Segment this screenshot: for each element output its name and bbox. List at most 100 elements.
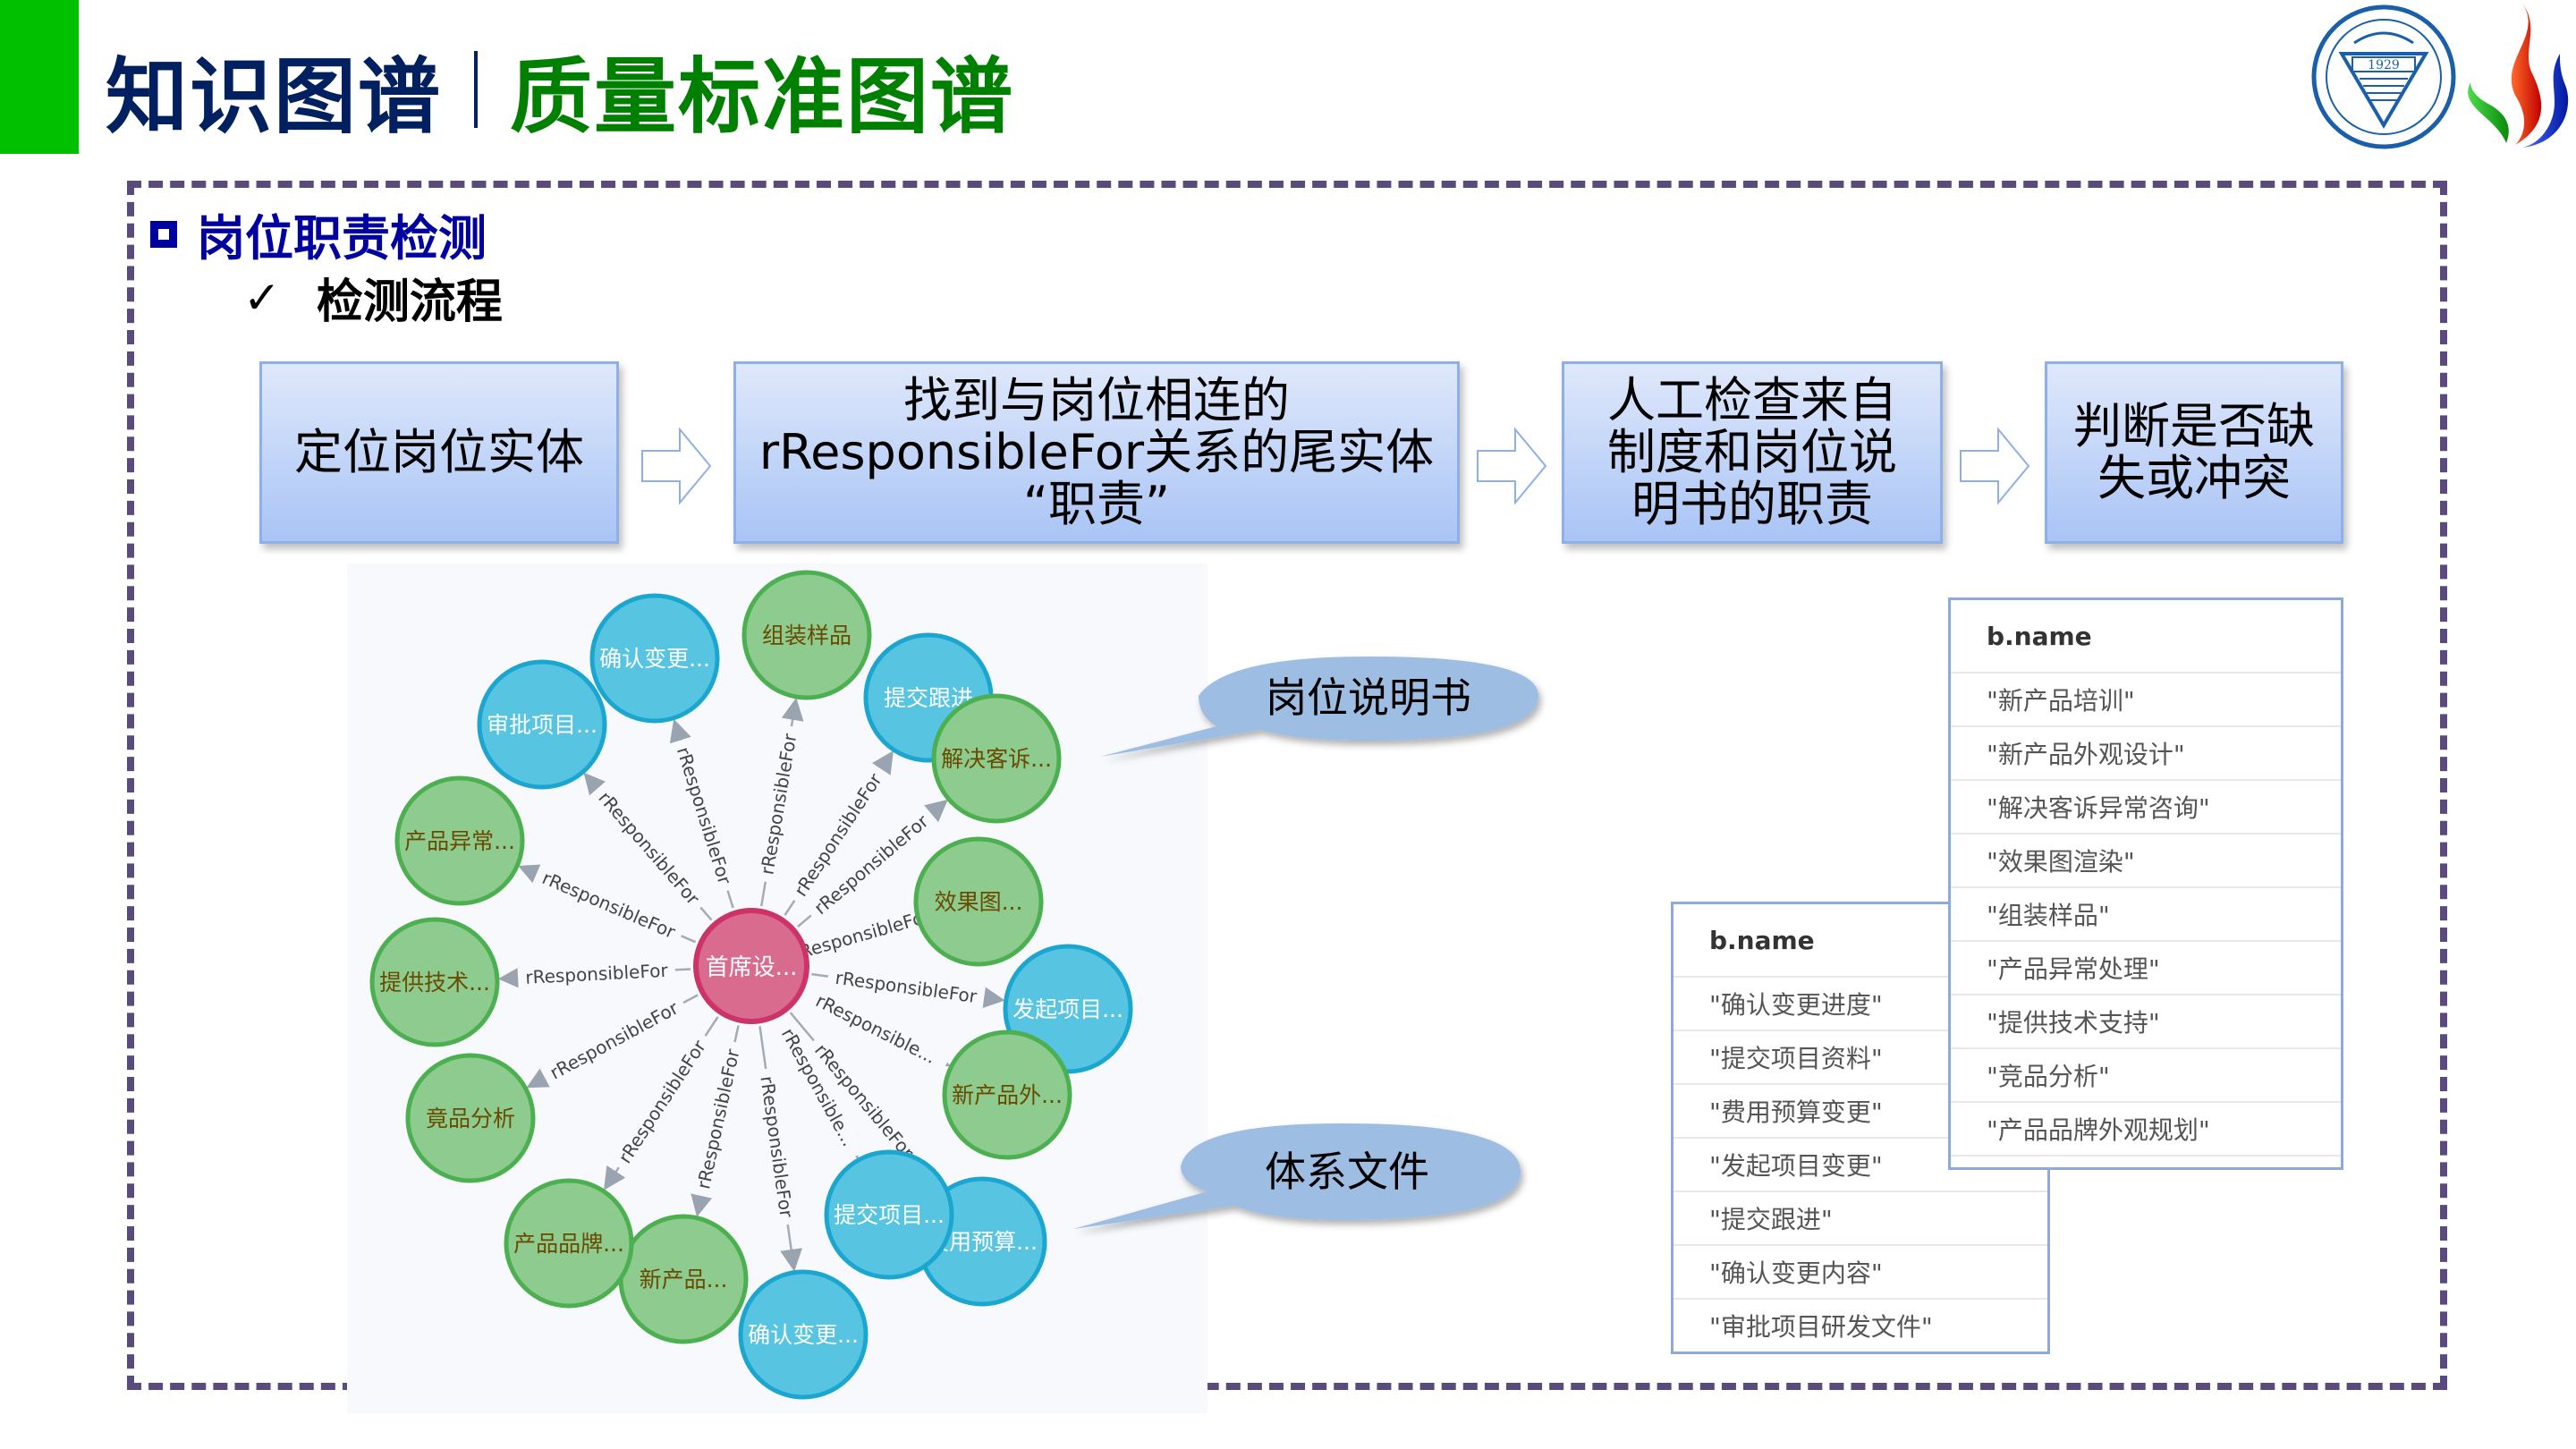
graph-node[interactable] [394, 775, 525, 906]
chongqing-university-seal-icon: 1929 [2311, 4, 2456, 149]
graph-node[interactable] [738, 1269, 869, 1400]
edge-label: rResponsibleFor [692, 1046, 743, 1191]
flow-step-line: 人工检查来自 [1607, 372, 1897, 428]
table-row: "费用预算变更" [1674, 1085, 2047, 1139]
flow-step-line: 明书的职责 [1631, 476, 1873, 532]
graph-node[interactable] [405, 1053, 536, 1183]
edge-label-background [517, 959, 676, 989]
graph-node-label: 确认变更... [599, 646, 710, 672]
graph-node-label: 组装样品 [762, 623, 852, 648]
result-table-job-description: b.name "新产品培训" "新产品外观设计" "解决客诉异常咨询" "效果图… [1948, 597, 2343, 1170]
edge-label: rResponsibleFor [614, 1036, 710, 1167]
flow-step-line: “职责” [1023, 476, 1170, 532]
graph-node-label: 新产品... [640, 1267, 728, 1292]
table-row: "产品品牌外观规划" [1951, 1103, 2341, 1157]
edge-label-background [589, 781, 709, 915]
table-row: "效果图渲染" [1951, 835, 2341, 888]
flow-step-line: rResponsibleFor关系的尾实体 [758, 424, 1435, 480]
callout-job-description: 岗位说明书 [1100, 657, 1538, 757]
edge-label-background [691, 1039, 746, 1199]
table-row: "确认变更内容" [1674, 1246, 2047, 1300]
edge-label-background [801, 983, 952, 1074]
graph-node-label: 提供技术... [379, 970, 490, 996]
content-frame [127, 181, 2447, 1390]
graph-node-label: 解决客诉... [941, 746, 1052, 772]
edge-label-background [783, 902, 941, 967]
seal-year: 1929 [2368, 58, 2400, 72]
table-row: "组装样品" [1951, 888, 2341, 942]
graph-node[interactable] [504, 1178, 634, 1309]
table-row: "产品异常处理" [1951, 942, 2341, 996]
edge-label: rResponsibleFor [673, 744, 736, 887]
graph-node[interactable] [369, 917, 500, 1047]
graph-node[interactable] [931, 693, 1062, 824]
graph-node-label: 产品异常... [404, 828, 515, 854]
graph-node-label: 提交项目... [834, 1202, 945, 1228]
edge-label: rResponsibleFor [539, 867, 680, 943]
table-row: "新产品外观设计" [1951, 727, 2341, 781]
checkmark-icon: ✓ [243, 271, 281, 324]
graph-node-label: 新产品外... [952, 1082, 1063, 1108]
graph-node[interactable] [824, 1149, 954, 1280]
graph-node-label: 产品品牌... [513, 1231, 624, 1257]
graph-node[interactable] [741, 570, 872, 700]
graph-node[interactable] [913, 836, 1044, 967]
graph-node-label: 审批项目... [487, 712, 597, 738]
table-row: "竞品分析" [1951, 1049, 2341, 1103]
table-header: b.name [1674, 904, 2047, 978]
right-arrow-icon [1477, 428, 1547, 504]
graph-node[interactable] [589, 593, 720, 724]
graph-node[interactable] [477, 659, 607, 790]
flow-step-2: 找到与岗位相连的 rResponsibleFor关系的尾实体 “职责” [733, 361, 1460, 544]
right-arrow-icon [641, 428, 712, 504]
edge-label: rResponsibleFor [756, 732, 801, 877]
edge-label-background [826, 965, 986, 1009]
callout-label: 岗位说明书 [1266, 674, 1471, 722]
flow-step-line: 制度和岗位说 [1607, 424, 1897, 480]
edge-label: rResponsibleFor [547, 996, 682, 1083]
edge-label-background [770, 1013, 867, 1162]
table-row: "审批项目研发文件" [1709, 1312, 1933, 1342]
graph-node-label: 发起项目... [1013, 996, 1123, 1022]
edge-label: rResponsibleFor [834, 967, 979, 1007]
title-separator [474, 51, 479, 128]
square-bullet-icon [150, 220, 177, 248]
graph-center-node[interactable] [693, 908, 809, 1024]
section-heading: 岗位职责检测 [150, 199, 487, 269]
table-row: "解决客诉异常咨询" [1951, 781, 2341, 835]
edge-label-background [755, 1067, 799, 1226]
edge-label-background [609, 1030, 715, 1174]
edge-label-background [670, 737, 739, 894]
flow-step-3: 人工检查来自 制度和岗位说 明书的职责 [1562, 361, 1943, 544]
title-sub: 质量标准图谱 [510, 48, 1015, 145]
page-title: 知识图谱 质量标准图谱 [106, 36, 1014, 145]
table-row: "发起项目变更" [1674, 1139, 2047, 1192]
flow-step-1: 定位岗位实体 [259, 361, 619, 544]
subsection-heading: ✓ 检测流程 [243, 264, 503, 331]
callout-label: 体系文件 [1265, 1148, 1429, 1196]
edge-label: rResponsibleFor [756, 1074, 797, 1219]
section-heading-text: 岗位职责检测 [197, 210, 487, 267]
flow-step-line: 失或冲突 [2097, 450, 2291, 506]
accent-bar [0, 0, 79, 154]
flow-step-line: 找到与岗位相连的 [903, 372, 1290, 428]
edge-label-background [805, 1033, 924, 1169]
table-row: "提供技术支持" [1951, 996, 2341, 1049]
flame-logo-icon [2468, 4, 2569, 148]
table-row: "确认变更进度" [1674, 978, 2047, 1031]
graph-node-label: 效果图... [935, 889, 1023, 915]
table-row: "新产品培训" [1951, 674, 2341, 727]
graph-node-label: 竟品分析 [426, 1106, 515, 1131]
graph-node-label: 确认变更... [748, 1322, 859, 1348]
edge-label-background [804, 805, 938, 924]
flow-step-line: 定位岗位实体 [294, 424, 584, 480]
edge-label-background [754, 724, 802, 884]
edge-label-background [539, 993, 689, 1088]
edge-label: rResponsibleFor [525, 960, 669, 988]
table-row: "提交跟进" [1674, 1192, 2047, 1246]
title-main: 知识图谱 [106, 48, 443, 145]
graph-node[interactable] [942, 1030, 1072, 1160]
right-arrow-icon [1960, 428, 2030, 504]
table-row: "提交项目资料" [1674, 1031, 2047, 1085]
